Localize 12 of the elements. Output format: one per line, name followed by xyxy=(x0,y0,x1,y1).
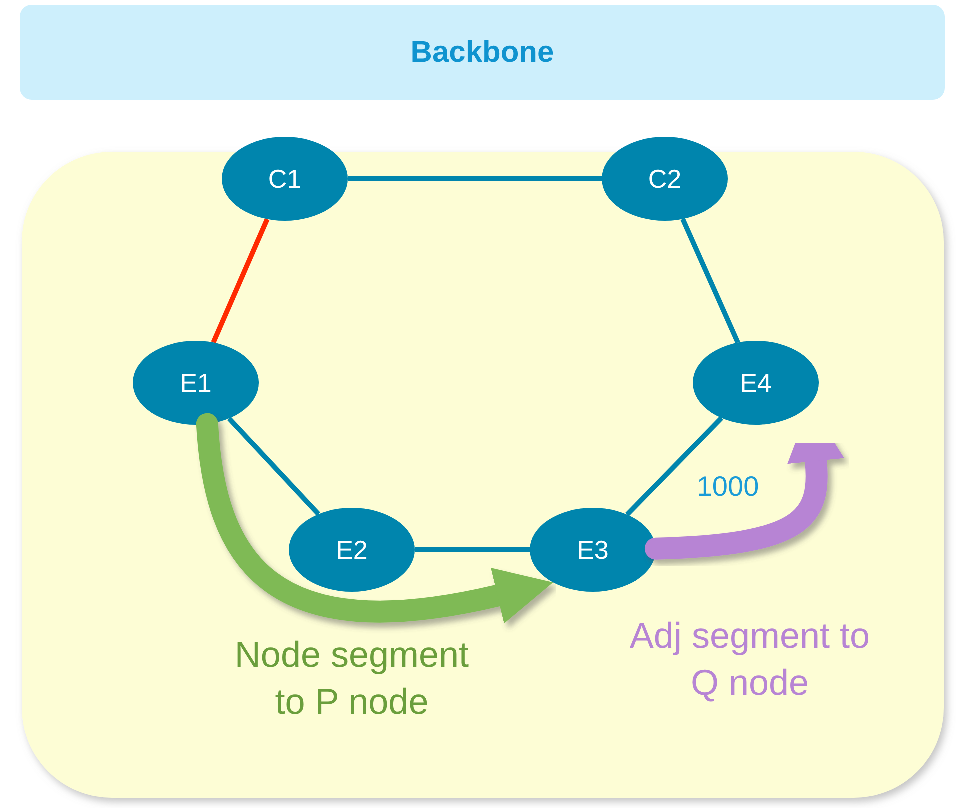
segment-arrow xyxy=(196,413,554,624)
segment-arrow xyxy=(644,404,845,560)
link-line xyxy=(227,416,321,516)
link-line xyxy=(680,218,740,344)
link-line xyxy=(415,548,530,552)
backbone-band: Backbone xyxy=(20,5,945,100)
segment-caption: Node segment to P node xyxy=(234,633,470,724)
link-line xyxy=(348,176,602,182)
link-line xyxy=(626,416,724,517)
edge-label: 1000 xyxy=(696,471,760,503)
segment-caption: Adj segment to Q node xyxy=(628,614,872,705)
link-line xyxy=(211,218,270,344)
